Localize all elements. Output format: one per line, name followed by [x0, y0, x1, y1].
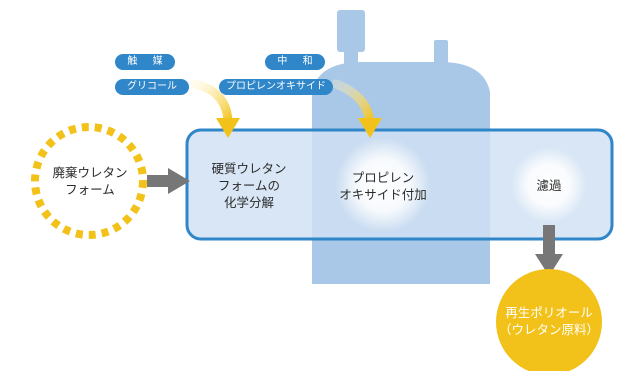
- stage-decomposition-label: 硬質ウレタン フォームの 化学分解: [211, 161, 287, 210]
- stage-propylene-label: プロピレン オキサイド付加: [339, 170, 427, 202]
- input-ring: [31, 123, 147, 239]
- neutralization-name-pill: プロピレンオキサイド: [219, 79, 333, 95]
- neutralization-title-pill: 中 和: [265, 54, 325, 70]
- input-arrow: [147, 168, 190, 194]
- output-circle: [496, 269, 602, 371]
- catalyst-title-pill: 触 媒: [115, 54, 175, 70]
- stage-filtration-label: 濾過: [536, 178, 562, 193]
- glow-stage-3: [511, 147, 587, 223]
- glow-stage-2: [335, 137, 431, 233]
- catalyst-curve-arrow: [190, 79, 240, 138]
- tank-nozzle-large: [337, 10, 365, 52]
- output-label: 再生ポリオール （ウレタン原料）: [498, 305, 599, 337]
- catalyst-name-pill: グリコール: [115, 79, 189, 95]
- input-label: 廃棄ウレタン フォーム: [52, 165, 128, 197]
- neutralization-curve-arrow: [331, 79, 382, 138]
- output-arrow: [535, 225, 563, 276]
